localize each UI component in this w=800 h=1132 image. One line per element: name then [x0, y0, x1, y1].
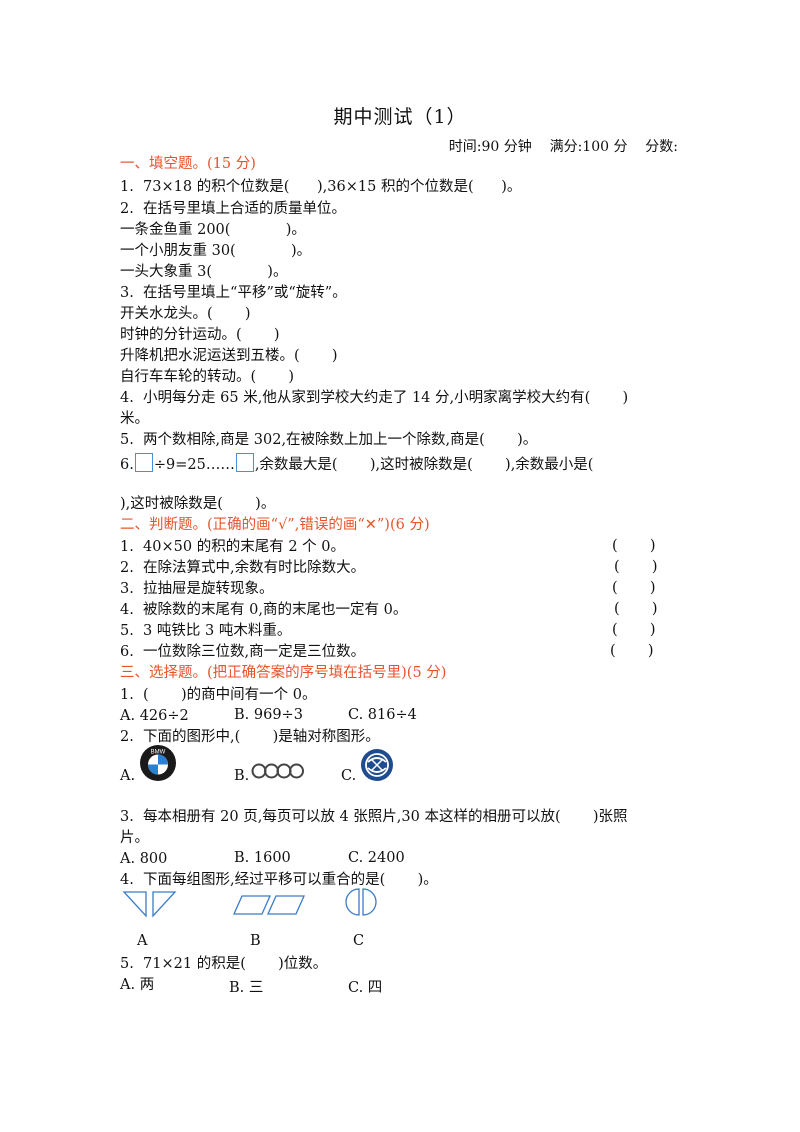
q3-3opt-a: A. 800: [120, 851, 168, 867]
parallelograms-shape-icon: [232, 895, 306, 915]
section-3-heading: 三、选择题。(把正确答案的序号填在括号里)(5 分): [120, 665, 447, 681]
q1-6: 6.÷9=25……,余数最大是( ),这时被除数是( ),余数最小是(: [120, 453, 593, 474]
bmw-logo-icon: BMW: [140, 745, 176, 781]
section-1-heading: 一、填空题。(15 分): [120, 156, 256, 172]
q2-6: 6. 一位数除三位数,商一定是三位数。: [120, 644, 366, 660]
judge-mark: ( ): [612, 538, 656, 554]
q3-1a: A. 426÷2: [120, 708, 189, 724]
q2-5: 5. 3 吨铁比 3 吨木料重。: [120, 623, 292, 639]
q3-2b: B.: [234, 768, 250, 784]
q3-4c: C: [353, 933, 365, 949]
q2-3: 3. 拉抽屉是旋转现象。: [120, 581, 274, 597]
q3-3opt-c: C. 2400: [348, 850, 405, 866]
q3-5a: A. 两: [120, 977, 155, 993]
judge-mark: ( ): [612, 580, 656, 596]
q1-2c: 一头大象重 3( )。: [120, 264, 288, 280]
q3-3a: 3. 每本相册有 20 页,每页可以放 4 张照片,30 本这样的相册可以放( …: [120, 809, 628, 825]
q1-3a: 开关水龙头。( ): [120, 306, 251, 322]
judge-mark: ( ): [610, 643, 654, 659]
q1-3: 3. 在括号里填上“平移”或“旋转”。: [120, 285, 347, 301]
q1-6b: ),这时被除数是( )。: [120, 496, 276, 512]
half-circles-shape-icon: [345, 888, 377, 916]
judge-mark: ( ): [612, 622, 656, 638]
q1-3b: 时钟的分针运动。( ): [120, 327, 280, 343]
q3-1c: C. 816÷4: [348, 707, 417, 723]
q3-5c: C. 四: [348, 980, 383, 996]
q3-2: 2. 下面的图形中,( )是轴对称图形。: [120, 729, 380, 745]
audi-rings-icon: [251, 763, 304, 779]
q1-4b: 米。: [120, 411, 149, 427]
q1-3d: 自行车车轮的转动。( ): [120, 369, 295, 385]
q1-1: 1. 73×18 的积个位数是( ),36×15 积的个位数是( )。: [120, 179, 522, 195]
q1-2: 2. 在括号里填上合适的质量单位。: [120, 201, 347, 217]
triangles-shape-icon: [122, 891, 177, 918]
q3-4: 4. 下面每组图形,经过平移可以重合的是( )。: [120, 872, 438, 888]
q3-5b: B. 三: [229, 980, 264, 996]
page-title: 期中测试（1）: [333, 106, 467, 128]
q3-1: 1. ( )的商中间有一个 0。: [120, 687, 317, 703]
q3-5: 5. 71×21 的积是( )位数。: [120, 956, 328, 972]
bmw-logo-text: BMW: [151, 750, 166, 756]
q3-3b: 片。: [120, 830, 149, 846]
blank-box: [235, 453, 254, 472]
judge-mark: ( ): [614, 559, 658, 575]
section-2-heading: 二、判断题。(正确的画“√”,错误的画“✕”)(6 分): [120, 517, 430, 533]
blank-box: [134, 453, 153, 472]
q3-4b: B: [250, 933, 261, 949]
q1-2b: 一个小朋友重 30( )。: [120, 243, 312, 259]
q1-5: 5. 两个数相除,商是 302,在被除数上加上一个除数,商是( )。: [120, 432, 538, 448]
q3-2a: A.: [120, 768, 136, 784]
exam-meta: 时间:90 分钟 满分:100 分 分数:: [448, 139, 678, 155]
judge-mark: ( ): [614, 601, 658, 617]
q3-1b: B. 969÷3: [234, 707, 303, 723]
q1-2a: 一条金鱼重 200( )。: [120, 222, 306, 238]
q2-2: 2. 在除法算式中,余数有时比除数大。: [120, 560, 366, 576]
q2-1: 1. 40×50 的积的末尾有 2 个 0。: [120, 539, 345, 555]
q1-3c: 升降机把水泥运送到五楼。( ): [120, 348, 338, 364]
q3-4a: A: [137, 933, 148, 949]
q3-2c: C.: [341, 768, 357, 784]
china-mobile-logo-icon: [361, 749, 393, 781]
q1-4a: 4. 小明每分走 65 米,他从家到学校大约走了 14 分,小明家离学校大约有(…: [120, 390, 629, 406]
q3-3opt-b: B. 1600: [234, 850, 291, 866]
q2-4: 4. 被除数的末尾有 0,商的末尾也一定有 0。: [120, 602, 408, 618]
